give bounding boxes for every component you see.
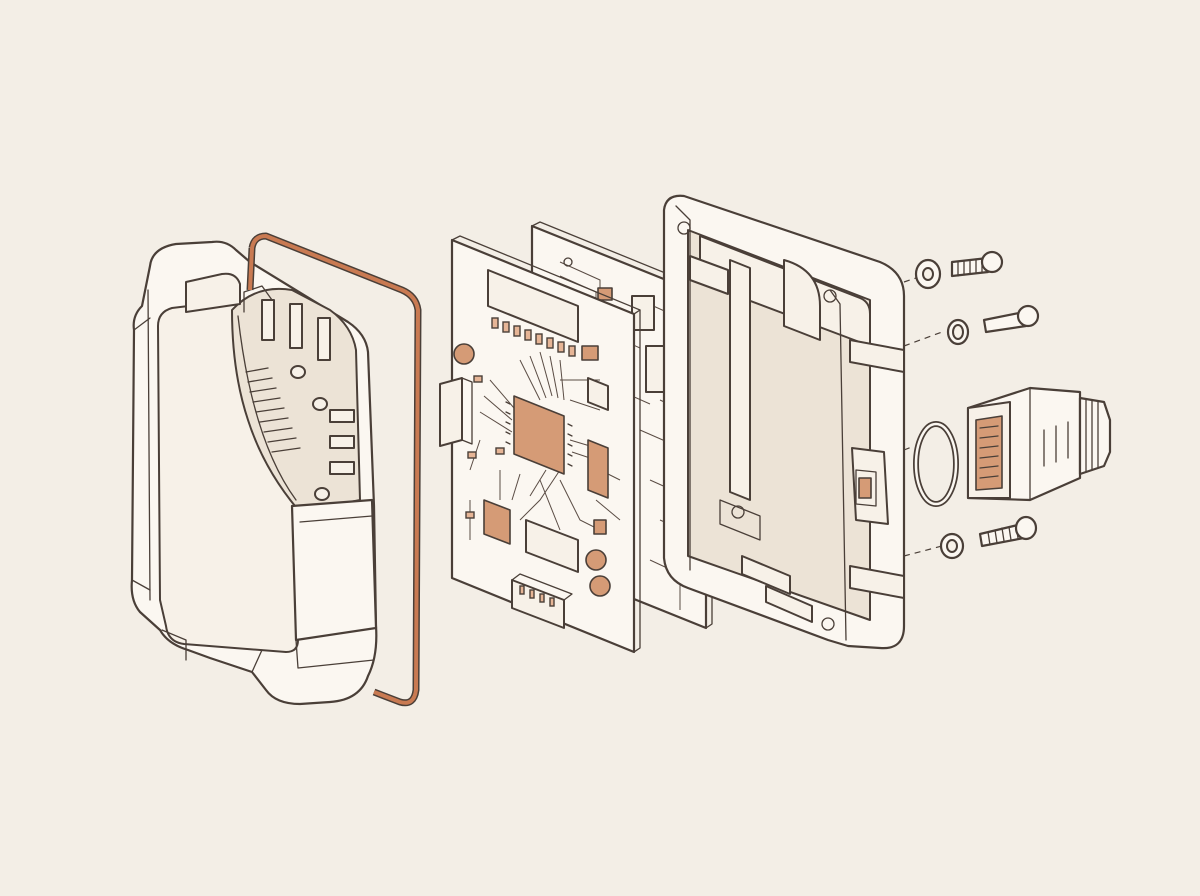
screw [982,304,1040,334]
connector-o-ring [913,421,959,507]
screw [978,515,1038,548]
main-circuit-board [439,235,641,654]
washer [914,258,942,290]
gasket-seal [246,232,422,707]
guide-lines [903,277,943,557]
front-cover [130,240,378,706]
o-ring-washer [946,318,970,346]
washer [939,532,965,560]
rear-housing [662,194,906,650]
screw [950,250,1004,278]
cable-connector [966,386,1112,502]
